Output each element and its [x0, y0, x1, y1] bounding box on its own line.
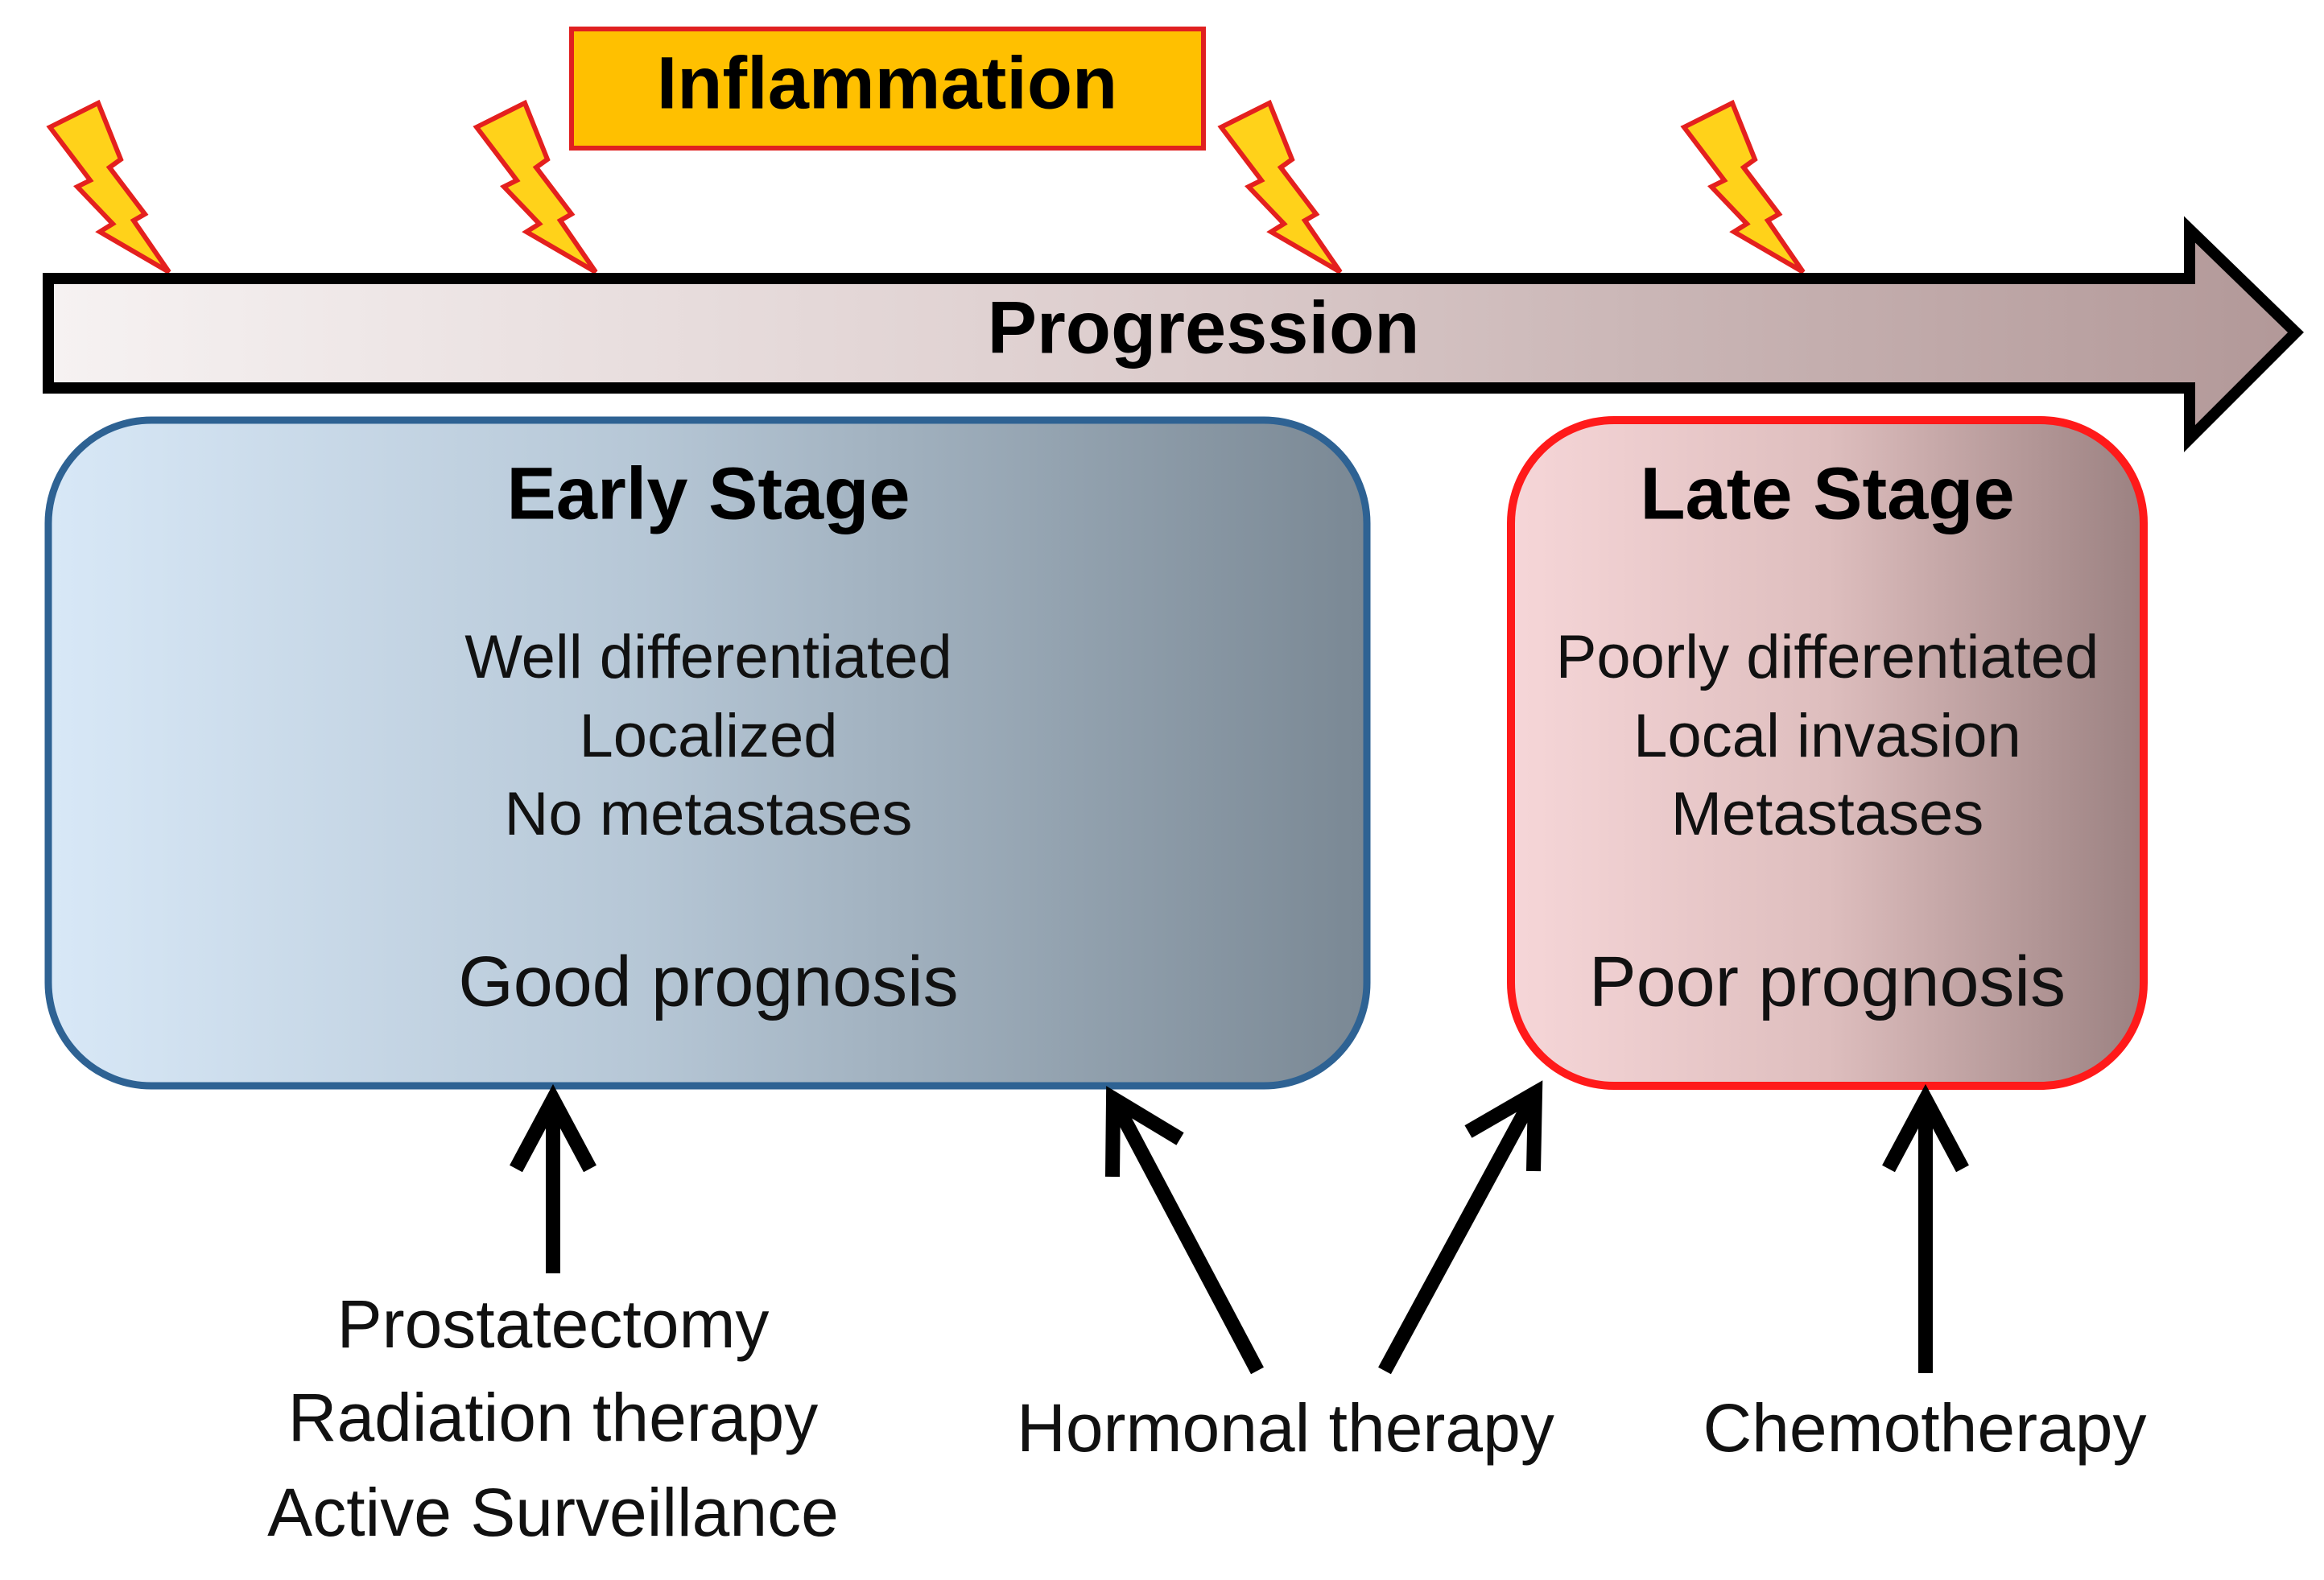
- early-feature-localization: Localized: [579, 702, 837, 770]
- treatment-prostatectomy: Prostatectomy: [337, 1286, 770, 1362]
- late-prognosis: Poor prognosis: [1589, 941, 2066, 1021]
- treatment-radiation: Radiation therapy: [288, 1380, 818, 1455]
- inflammation-label: Inflammation: [657, 42, 1117, 124]
- early-stage-title: Early Stage: [506, 452, 910, 534]
- inflammation-box: Inflammation: [569, 27, 1206, 151]
- lightning-bolt-icon: [473, 99, 598, 274]
- late-stage-title: Late Stage: [1640, 452, 2014, 534]
- treatment-hormonal: Hormonal therapy: [1017, 1390, 1554, 1466]
- treatment-active-surveillance: Active Surveillance: [267, 1475, 839, 1550]
- lightning-bolt-icon: [46, 99, 171, 274]
- late-feature-metastases: Metastases: [1671, 780, 1984, 848]
- late-feature-invasion: Local invasion: [1633, 702, 2021, 770]
- treatment-arrow-early: [510, 1083, 596, 1273]
- treatment-chemotherapy: Chemotherapy: [1703, 1390, 2147, 1466]
- progression-label: Progression: [988, 287, 1420, 369]
- lightning-bolt-icon: [1217, 99, 1343, 274]
- early-prognosis: Good prognosis: [458, 941, 958, 1021]
- early-feature-differentiation: Well differentiated: [464, 623, 952, 691]
- progression-arrow: Progression: [43, 216, 2304, 452]
- lightning-bolt-icon: [1680, 99, 1806, 274]
- treatment-arrow-hormonal-late: [1378, 1080, 1543, 1375]
- early-stage-box: Early Stage Well differentiated Localize…: [44, 416, 1371, 1090]
- late-stage-box: Late Stage Poorly differentiated Local i…: [1507, 416, 2148, 1090]
- late-feature-differentiation: Poorly differentiated: [1556, 623, 2099, 691]
- treatment-arrow-chemo: [1882, 1083, 1969, 1373]
- early-feature-metastases: No metastases: [505, 780, 913, 848]
- treatment-arrow-hormonal-early: [1105, 1086, 1264, 1375]
